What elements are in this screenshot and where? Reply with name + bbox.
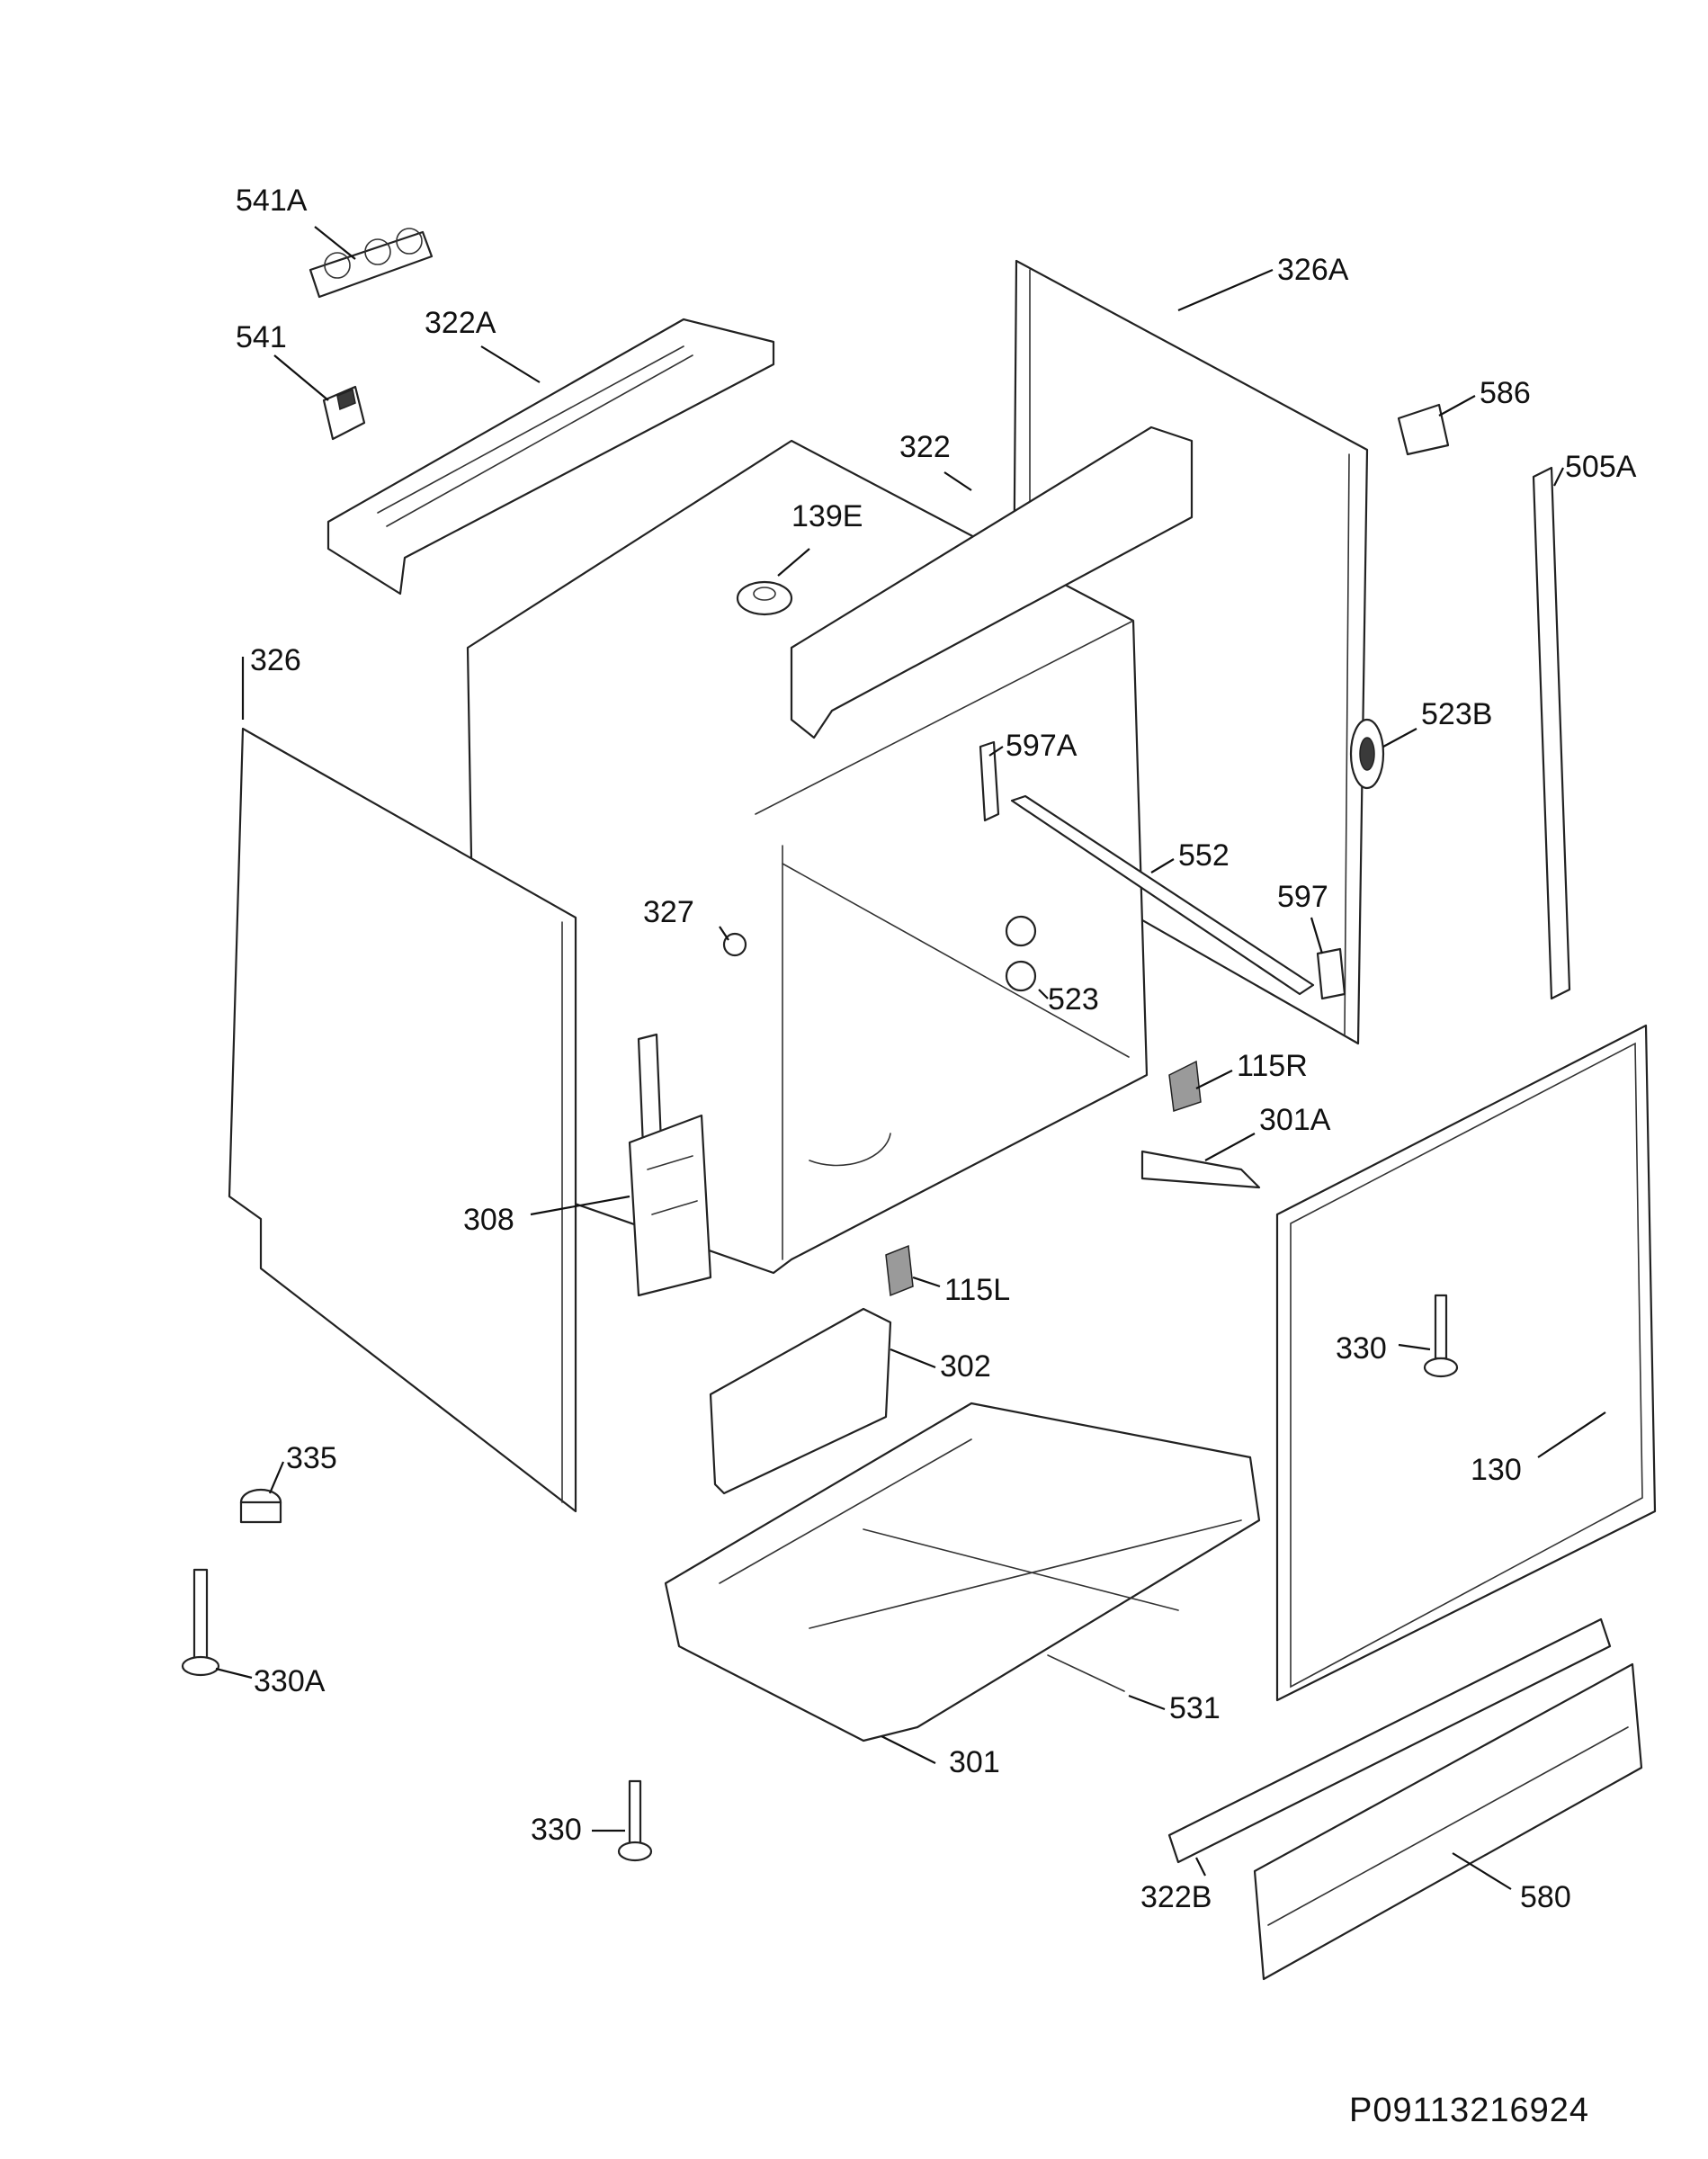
part-322-rail [790, 426, 1194, 739]
leader-552 [1150, 858, 1175, 873]
part-523B-cap [1349, 718, 1385, 790]
label-301A: 301A [1259, 1103, 1331, 1137]
leader-541 [273, 354, 329, 401]
label-597A: 597A [1006, 729, 1078, 763]
part-597A-clip [979, 740, 1000, 822]
leader-327 [719, 926, 729, 941]
label-330-right: 330 [1336, 1331, 1387, 1366]
label-552: 552 [1178, 838, 1230, 873]
part-115R-bracket [1168, 1060, 1202, 1113]
part-322B-rail [1167, 1617, 1612, 1864]
part-505A-strip [1532, 466, 1571, 1000]
leader-505A [1553, 467, 1564, 487]
label-523: 523 [1048, 982, 1099, 1017]
label-139E: 139E [791, 499, 863, 533]
leader-597A [988, 746, 1004, 757]
part-302-panel [709, 1307, 892, 1495]
label-326A: 326A [1277, 253, 1349, 287]
part-541A-clips [309, 228, 434, 299]
leader-lines [215, 226, 1606, 1890]
label-308: 308 [463, 1203, 514, 1237]
leader-531 [1128, 1694, 1166, 1711]
leader-580 [1452, 1852, 1512, 1890]
part-531-pin [1047, 1654, 1125, 1692]
label-541A: 541A [236, 184, 308, 218]
label-523B: 523B [1421, 697, 1492, 731]
part-335-foot [239, 1488, 282, 1524]
part-541-clip [322, 385, 366, 441]
label-326: 326 [250, 643, 301, 677]
figure-reference-code: P09113216924 [1349, 2092, 1589, 2129]
leader-326A [1177, 268, 1274, 312]
leader-301A [1204, 1133, 1256, 1161]
leader-523B [1382, 728, 1417, 748]
label-330-bottom: 330 [531, 1813, 582, 1847]
part-586-bracket [1397, 403, 1450, 456]
leader-302 [890, 1348, 936, 1369]
label-327: 327 [643, 895, 694, 929]
leader-139E [777, 548, 810, 577]
label-130: 130 [1471, 1453, 1522, 1487]
part-523-valves [1005, 915, 1037, 992]
leader-322B [1195, 1857, 1206, 1877]
part-330-screw-bottom [617, 1779, 653, 1862]
leader-308 [530, 1195, 630, 1216]
leader-597 [1310, 917, 1324, 954]
leader-330-right [1398, 1343, 1431, 1351]
part-597-clip [1316, 947, 1346, 1000]
label-115L: 115L [944, 1273, 1010, 1307]
part-327-plug [722, 932, 747, 957]
label-505A: 505A [1565, 450, 1637, 484]
part-tub [466, 439, 1149, 1275]
leader-586 [1438, 395, 1476, 417]
callout-labels: 541A 541 322A 326A 586 505A 322 139E 326… [236, 184, 1637, 1914]
leader-541A [314, 226, 356, 260]
leader-115L [912, 1276, 941, 1288]
leader-115R [1195, 1070, 1233, 1089]
label-302: 302 [940, 1349, 991, 1384]
leader-322A [480, 345, 541, 383]
label-330A: 330A [254, 1664, 326, 1698]
part-580-plinth [1253, 1662, 1643, 1981]
label-335: 335 [286, 1441, 337, 1475]
part-322A-rail [326, 318, 775, 596]
leader-322 [943, 471, 972, 491]
part-552-rail [1010, 794, 1315, 996]
label-301: 301 [949, 1745, 1000, 1779]
label-541: 541 [236, 320, 287, 354]
label-531: 531 [1169, 1691, 1221, 1725]
label-580: 580 [1520, 1880, 1571, 1914]
label-115R: 115R [1237, 1049, 1308, 1083]
part-330A-screw [181, 1568, 220, 1677]
leader-523 [1038, 989, 1049, 999]
part-330-screw-right [1423, 1294, 1459, 1378]
label-322A: 322A [425, 306, 496, 340]
part-301-base [664, 1402, 1261, 1742]
part-308-hinge [628, 1033, 712, 1297]
part-326-side-panel [228, 727, 577, 1513]
label-322: 322 [899, 430, 951, 464]
leader-301 [881, 1735, 936, 1764]
label-597: 597 [1277, 880, 1328, 914]
label-586: 586 [1480, 376, 1531, 410]
leader-335 [268, 1461, 285, 1494]
part-301A-handle [1140, 1150, 1261, 1189]
part-115L-bracket [885, 1244, 914, 1297]
part-139E-nut [736, 580, 793, 616]
leader-330A [215, 1667, 253, 1680]
leader-130 [1537, 1411, 1606, 1458]
label-322B: 322B [1140, 1880, 1212, 1914]
part-130-door-seal [1275, 1024, 1657, 1702]
